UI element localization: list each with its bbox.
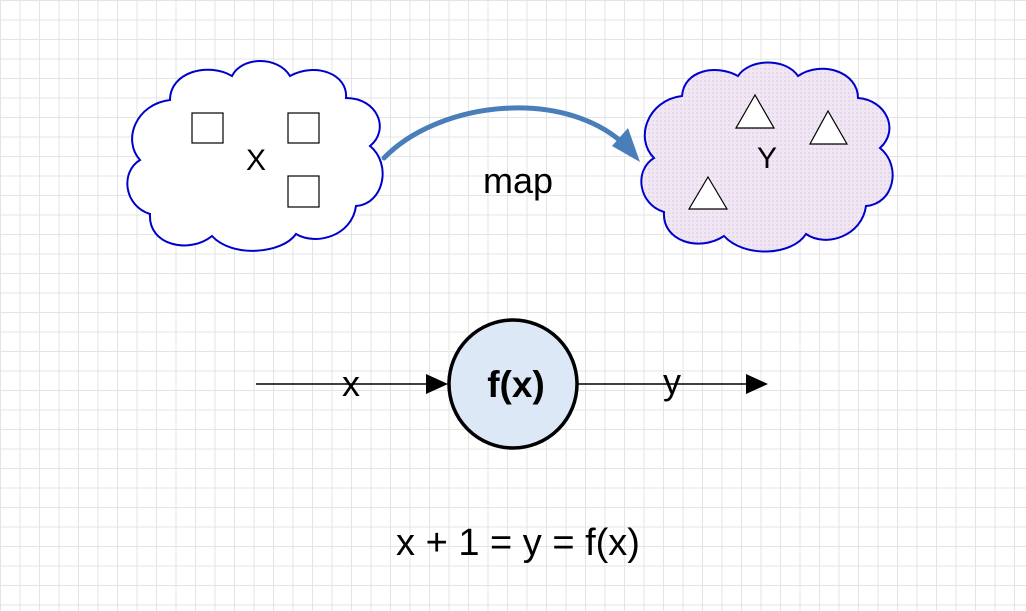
domain-element-square <box>287 175 320 208</box>
output-label: y <box>663 361 681 402</box>
output-arrowhead <box>746 374 768 394</box>
domain-element-square <box>287 112 320 144</box>
domain-set-label: X <box>246 144 266 177</box>
codomain-element-triangle <box>687 175 729 210</box>
equation-text: x + 1 = y = f(x) <box>396 522 640 564</box>
input-arrowhead <box>426 374 448 394</box>
codomain-element-triangle <box>734 93 776 129</box>
mapping-label: map <box>483 160 553 201</box>
mapping-arrowhead <box>612 128 640 162</box>
mapping-arrow <box>381 105 633 161</box>
domain-element-square <box>191 112 224 144</box>
codomain-set-label: Y <box>757 142 777 175</box>
codomain-element-triangle <box>808 109 849 145</box>
input-label: x <box>342 363 360 404</box>
function-label: f(x) <box>487 364 545 405</box>
